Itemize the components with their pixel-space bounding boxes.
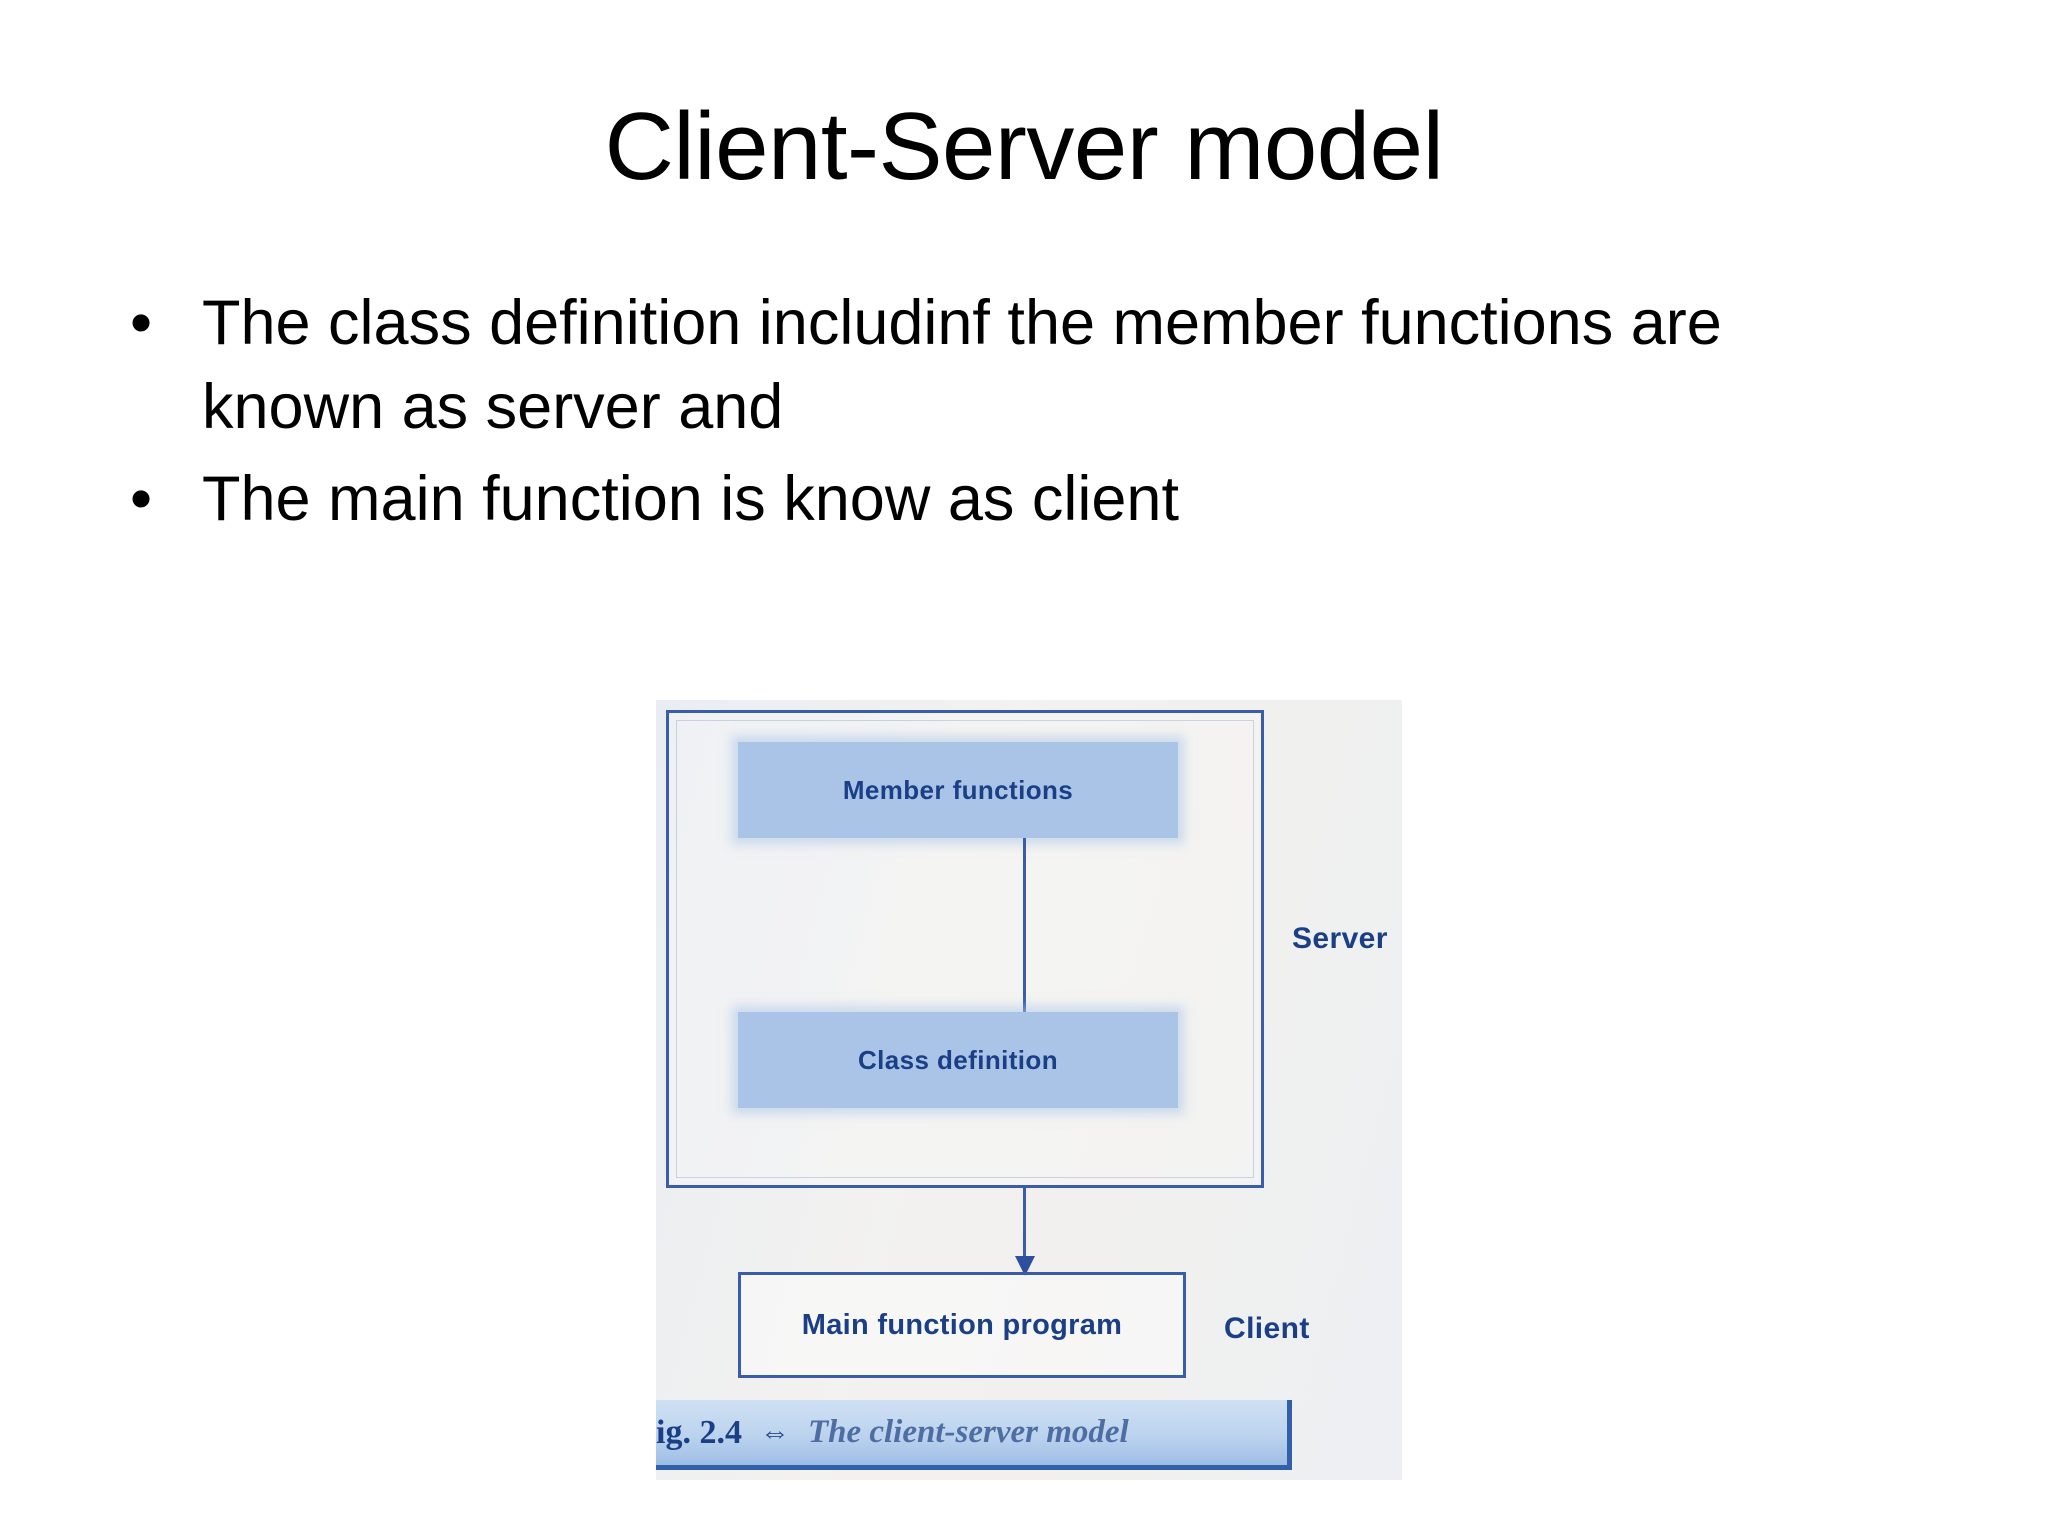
connector-server-to-client: [1023, 1188, 1026, 1264]
node-class-definition: Class definition: [738, 1012, 1178, 1108]
arrow-down-icon: [1015, 1256, 1035, 1276]
figure-caption-title: The client-server model: [807, 1414, 1129, 1450]
node-main-function-program: Main function program: [738, 1272, 1186, 1378]
server-group-inner-border: [676, 720, 1254, 1178]
connector-member-to-class: [1023, 838, 1026, 1014]
figure-caption: ig. 2.4 ⇔ The client-server model: [656, 1400, 1292, 1470]
list-item: • The class definition includinf the mem…: [110, 282, 1810, 450]
node-member-functions: Member functions: [738, 742, 1178, 838]
bullet-list: • The class definition includinf the mem…: [110, 282, 1810, 549]
bullet-text-2: The main function is know as client: [202, 463, 1179, 534]
label-server: Server: [1292, 922, 1388, 955]
list-item: • The main function is know as client: [110, 458, 1810, 542]
page-title: Client-Server model: [604, 93, 1444, 200]
bullet-text-1: The class definition includinf the membe…: [202, 288, 1722, 442]
bullet-point-icon: •: [130, 463, 153, 534]
caption-separator-icon: ⇔: [759, 1415, 790, 1449]
bullet-point-icon: •: [130, 288, 153, 358]
label-client: Client: [1224, 1312, 1310, 1345]
client-server-diagram-image: Member functions Class definition Main f…: [656, 700, 1402, 1480]
figure-number: ig. 2.4: [656, 1413, 742, 1451]
